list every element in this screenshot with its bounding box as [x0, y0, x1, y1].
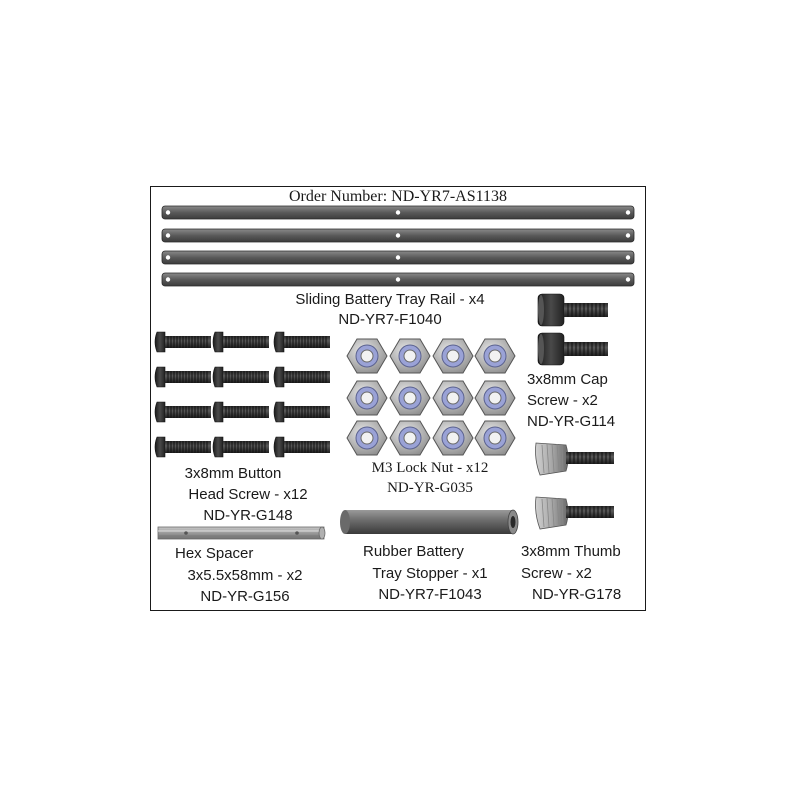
- hex-spacer-code-label: ND-YR-G156: [200, 588, 290, 605]
- button-screw-icon: [154, 401, 212, 423]
- button-screw-code-label: ND-YR-G148: [203, 507, 293, 524]
- button-screw-icon: [154, 331, 212, 353]
- button-screw-name-line2: Head Screw - x12: [188, 486, 308, 503]
- lock-nut-icon: [432, 420, 474, 456]
- lock-nut-code-label: ND-YR-G035: [387, 480, 473, 496]
- rail-icon-3: [161, 250, 635, 265]
- cap-screw-name-line2: Screw - x2: [527, 392, 598, 409]
- button-screw-icon: [212, 401, 270, 423]
- rubber-stopper-icon: [340, 509, 519, 535]
- order-number-title: Order Number: ND-YR7-AS1138: [288, 188, 508, 205]
- stopper-name-line2: Tray Stopper - x1: [372, 565, 488, 582]
- rail-icon-1: [161, 205, 635, 220]
- lock-nut-icon: [432, 338, 474, 374]
- lock-nut-name-label: M3 Lock Nut - x12: [371, 460, 489, 476]
- cap-screw-name-line1: 3x8mm Cap: [527, 371, 608, 388]
- button-screw-icon: [273, 331, 331, 353]
- lock-nut-icon: [346, 420, 388, 456]
- lock-nut-icon: [474, 380, 516, 416]
- thumb-screw-code-label: ND-YR-G178: [532, 586, 622, 603]
- button-screw-icon: [154, 436, 212, 458]
- rail-icon-2: [161, 228, 635, 243]
- button-screw-icon: [212, 331, 270, 353]
- button-screw-icon: [154, 366, 212, 388]
- button-screw-icon: [273, 436, 331, 458]
- lock-nut-icon: [432, 380, 474, 416]
- cap-screw-icon: [537, 332, 609, 366]
- stopper-code-label: ND-YR7-F1043: [378, 586, 482, 603]
- button-screw-group: [154, 331, 331, 458]
- lock-nut-group: [346, 338, 516, 456]
- lock-nut-icon: [389, 338, 431, 374]
- thumb-screw-icon: [535, 496, 615, 530]
- thumb-screw-icon: [535, 442, 615, 476]
- cap-screw-icon: [537, 293, 609, 327]
- cap-screw-code-label: ND-YR-G114: [527, 413, 616, 430]
- button-screw-name-line1: 3x8mm Button: [184, 465, 282, 482]
- lock-nut-icon: [474, 420, 516, 456]
- button-screw-icon: [212, 436, 270, 458]
- lock-nut-icon: [346, 380, 388, 416]
- thumb-screw-name-line2: Screw - x2: [521, 565, 592, 582]
- hex-spacer-name-line1: Hex Spacer: [175, 545, 254, 562]
- lock-nut-icon: [389, 420, 431, 456]
- lock-nut-icon: [346, 338, 388, 374]
- stopper-name-line1: Rubber Battery: [363, 543, 464, 560]
- hex-spacer-name-line2: 3x5.5x58mm - x2: [187, 567, 303, 584]
- hex-spacer-icon: [157, 526, 326, 540]
- button-screw-icon: [273, 366, 331, 388]
- thumb-screw-name-line1: 3x8mm Thumb: [521, 543, 621, 560]
- rail-icon-4: [161, 272, 635, 287]
- rail-name-label: Sliding Battery Tray Rail - x4: [295, 291, 485, 308]
- rail-code-label: ND-YR7-F1040: [338, 311, 442, 328]
- lock-nut-icon: [474, 338, 516, 374]
- button-screw-icon: [212, 366, 270, 388]
- lock-nut-icon: [389, 380, 431, 416]
- button-screw-icon: [273, 401, 331, 423]
